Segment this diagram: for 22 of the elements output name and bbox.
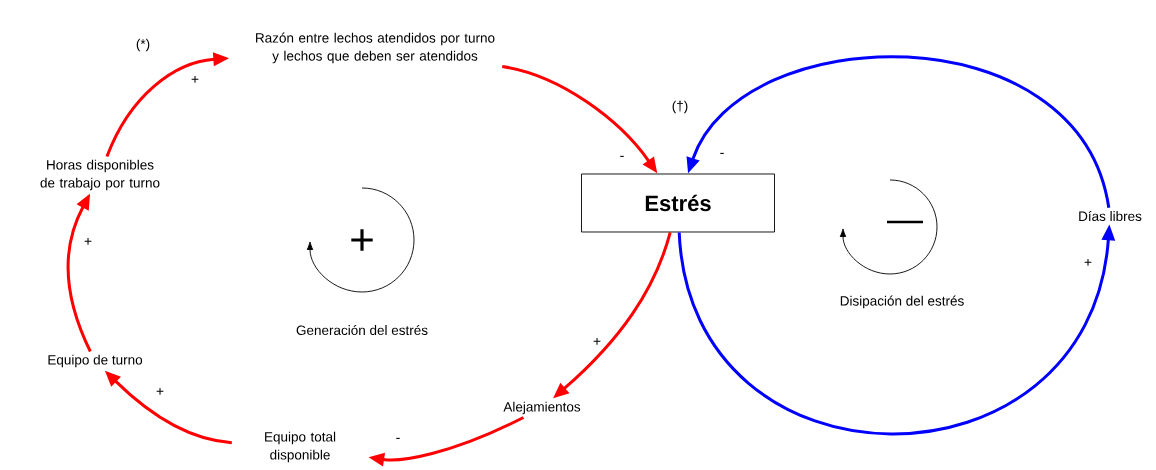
footnote-mark: (†): [672, 100, 688, 114]
polarity-sign: +: [591, 336, 603, 348]
variable-label: Horas disponibles de trabajo por turno: [40, 159, 160, 191]
polarity-sign: -: [618, 154, 626, 162]
variable-label: Días libres: [1079, 210, 1142, 221]
variable-label: Equipo de turno: [48, 354, 143, 368]
footnote-mark: (*): [136, 38, 150, 52]
loop-polarity-sign: +: [351, 229, 373, 251]
polarity-sign: -: [394, 436, 402, 444]
stock-box: Estrés: [581, 173, 775, 233]
polarity-sign: +: [82, 236, 94, 248]
variable-label: Alejamientos: [503, 401, 581, 415]
variable-label: Equipo total disponible: [265, 431, 336, 463]
polarity-sign: -: [718, 151, 726, 159]
arrow: [686, 55, 1111, 209]
loop-label: Generación del estrés: [296, 324, 428, 335]
polarity-sign: +: [189, 74, 201, 86]
polarity-sign: +: [1082, 257, 1094, 269]
polarity-sign: +: [154, 386, 166, 397]
variable-label: Razón entre lechos atendidos por turno y lechos que deben ser atendidos: [256, 32, 495, 64]
loop-polarity-sign: —: [887, 220, 923, 224]
loop-label: Disipación del estrés: [840, 295, 964, 309]
